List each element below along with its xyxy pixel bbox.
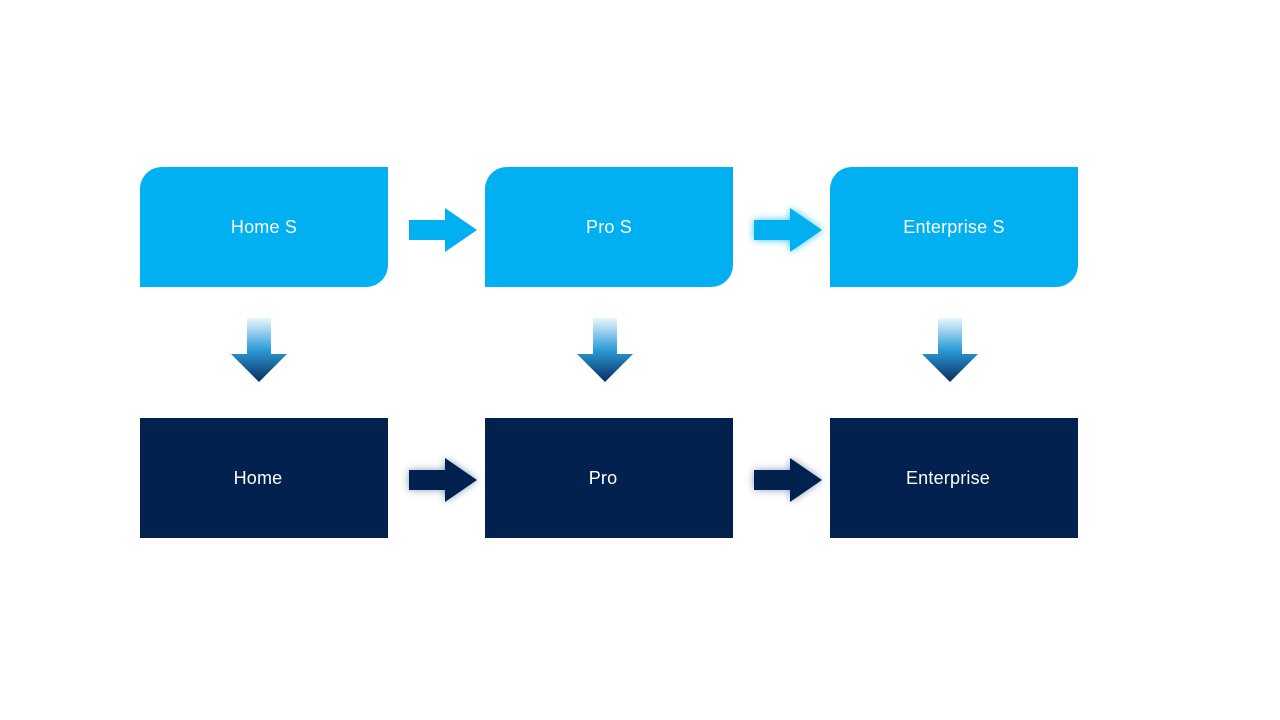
- node-home: Home: [140, 418, 388, 538]
- flow-arrow-down-icon: [922, 318, 978, 382]
- flow-arrow-right-icon: [409, 206, 477, 254]
- node-enterprise: Enterprise: [830, 418, 1078, 538]
- arrow-shape: [231, 318, 287, 382]
- node-label: Enterprise S: [903, 216, 1005, 237]
- node-enterprise-s: Enterprise S: [830, 167, 1078, 287]
- node-label: Pro S: [585, 216, 633, 237]
- arrow-shape: [409, 458, 477, 502]
- arrow-shape: [577, 318, 633, 382]
- arrow-shape: [922, 318, 978, 382]
- flow-arrow-right-icon: [409, 456, 477, 504]
- node-label: Enterprise: [905, 467, 991, 488]
- flow-arrow-right-icon: [754, 456, 822, 504]
- node-label: Pro: [588, 467, 618, 488]
- node-label: Home S: [230, 216, 298, 237]
- flow-arrow-right-icon: [754, 206, 822, 254]
- arrow-shape: [754, 458, 822, 502]
- node-pro: Pro: [485, 418, 733, 538]
- flow-arrow-down-icon: [577, 318, 633, 382]
- node-label: Home: [233, 467, 283, 488]
- node-pro-s: Pro S: [485, 167, 733, 287]
- flow-arrow-down-icon: [231, 318, 287, 382]
- node-home-s: Home S: [140, 167, 388, 287]
- arrow-shape: [754, 208, 822, 252]
- arrow-shape: [409, 208, 477, 252]
